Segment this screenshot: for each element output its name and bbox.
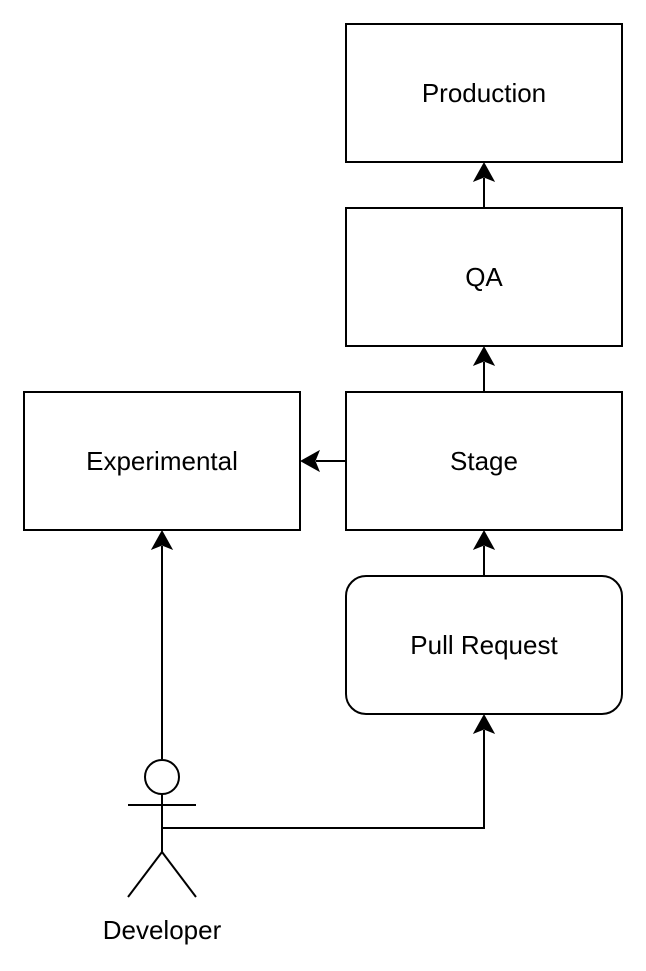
- production-box: [345, 23, 623, 163]
- qa-box: [345, 207, 623, 347]
- production-label: Production: [422, 78, 546, 108]
- arrowhead-production: [472, 161, 496, 182]
- qa-label: QA: [465, 262, 503, 292]
- stage-label: Stage: [450, 446, 518, 476]
- arrowhead-stage: [472, 529, 496, 550]
- actor-right-leg: [161, 851, 197, 898]
- experimental-box: [23, 391, 301, 531]
- developer-label: Developer: [103, 915, 222, 945]
- actor-left-leg: [127, 851, 163, 898]
- node-qa: QA: [345, 207, 623, 347]
- edge-developer-to-pull-request: [162, 730, 485, 829]
- node-production: Production: [345, 23, 623, 163]
- edges: [150, 161, 496, 829]
- actor-head: [144, 759, 180, 795]
- arrowhead-pull-request: [472, 713, 496, 734]
- developer-actor: Developer: [103, 759, 222, 945]
- node-pull-request: Pull Request: [345, 575, 623, 715]
- arrowhead-qa: [472, 345, 496, 366]
- experimental-label: Experimental: [86, 446, 238, 476]
- node-stage: Stage: [345, 391, 623, 531]
- arrowhead-experimental-from-developer: [150, 529, 174, 550]
- arrowhead-experimental-from-stage: [299, 449, 320, 473]
- node-experimental: Experimental: [23, 391, 301, 531]
- pull-request-box: [345, 575, 623, 715]
- pull-request-label: Pull Request: [410, 630, 558, 660]
- stage-box: [345, 391, 623, 531]
